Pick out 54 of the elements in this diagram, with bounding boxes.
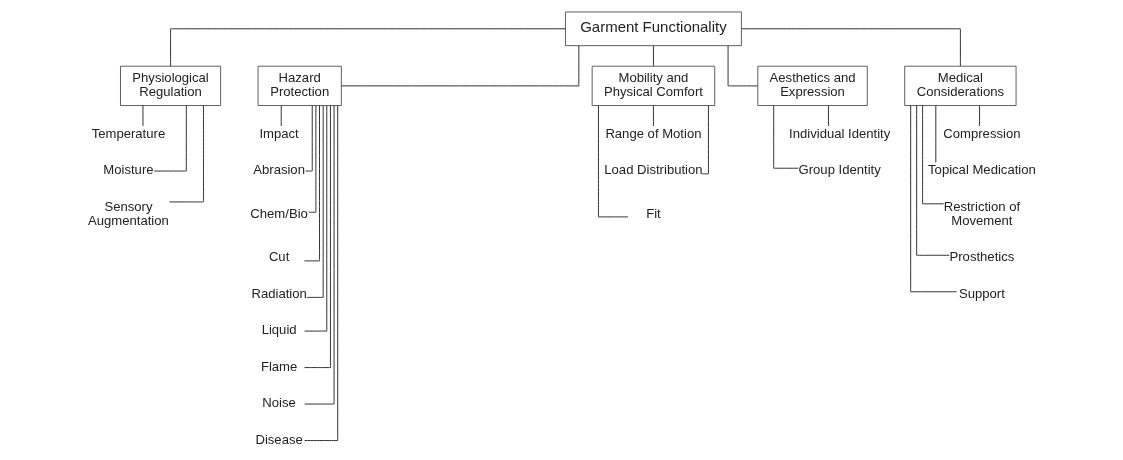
connector: [304, 105, 328, 332]
connector: [916, 105, 950, 256]
connector: [741, 28, 961, 67]
connector: [153, 105, 187, 172]
node-text: Individual Identity: [789, 125, 891, 141]
node-box: Medical Considerations: [904, 65, 1017, 106]
node-text: Moisture: [103, 162, 154, 178]
node-box: Physiological Regulation: [120, 65, 222, 106]
connector: [910, 105, 958, 293]
node-text: Cut: [268, 249, 290, 265]
connector: [304, 105, 335, 405]
node-text: Disease: [255, 431, 303, 447]
connector: [308, 105, 317, 213]
node-text: Temperature: [91, 125, 166, 141]
node-box: Garment Functionality: [565, 11, 742, 47]
node-text: Radiation: [251, 285, 307, 301]
connector: [935, 105, 937, 163]
connector: [652, 45, 654, 67]
node-text: Noise: [262, 395, 296, 411]
connector: [304, 105, 320, 262]
connector: [306, 105, 324, 298]
connector: [827, 105, 829, 127]
node-text: Group Identity: [798, 162, 881, 178]
node-text: Fit: [646, 205, 661, 221]
connector: [652, 105, 654, 127]
connector: [304, 105, 339, 442]
connector: [598, 105, 629, 218]
node-text: Sensory Augmentation: [88, 198, 169, 228]
connector: [169, 105, 204, 203]
node-text: Support: [958, 285, 1005, 301]
connector: [922, 105, 945, 205]
node-text: Topical Medication: [928, 162, 1036, 178]
node-box: Mobility and Physical Comfort: [591, 65, 716, 106]
node-text: Impact: [259, 125, 299, 141]
node-text: Range of Motion: [605, 125, 702, 141]
connector: [280, 105, 282, 127]
node-text: Prosthetics: [949, 249, 1015, 265]
connector: [142, 105, 144, 127]
node-text: Restriction of Movement: [943, 198, 1021, 228]
connector: [304, 105, 331, 369]
node-text: Flame: [260, 358, 298, 374]
connector: [727, 45, 759, 87]
connector: [341, 45, 580, 87]
node-text: Chem/Bio: [250, 205, 308, 221]
connector: [979, 105, 981, 127]
node-text: Liquid: [261, 322, 297, 338]
connector: [773, 105, 799, 169]
node-box: Hazard Protection: [257, 65, 342, 106]
connector: [170, 28, 566, 67]
connector: [305, 105, 313, 172]
node-text: Abrasion: [253, 162, 305, 178]
node-box: Aesthetics and Expression: [757, 65, 868, 106]
node-text: Load Distribution: [604, 162, 703, 178]
node-text: Compression: [943, 125, 1021, 141]
